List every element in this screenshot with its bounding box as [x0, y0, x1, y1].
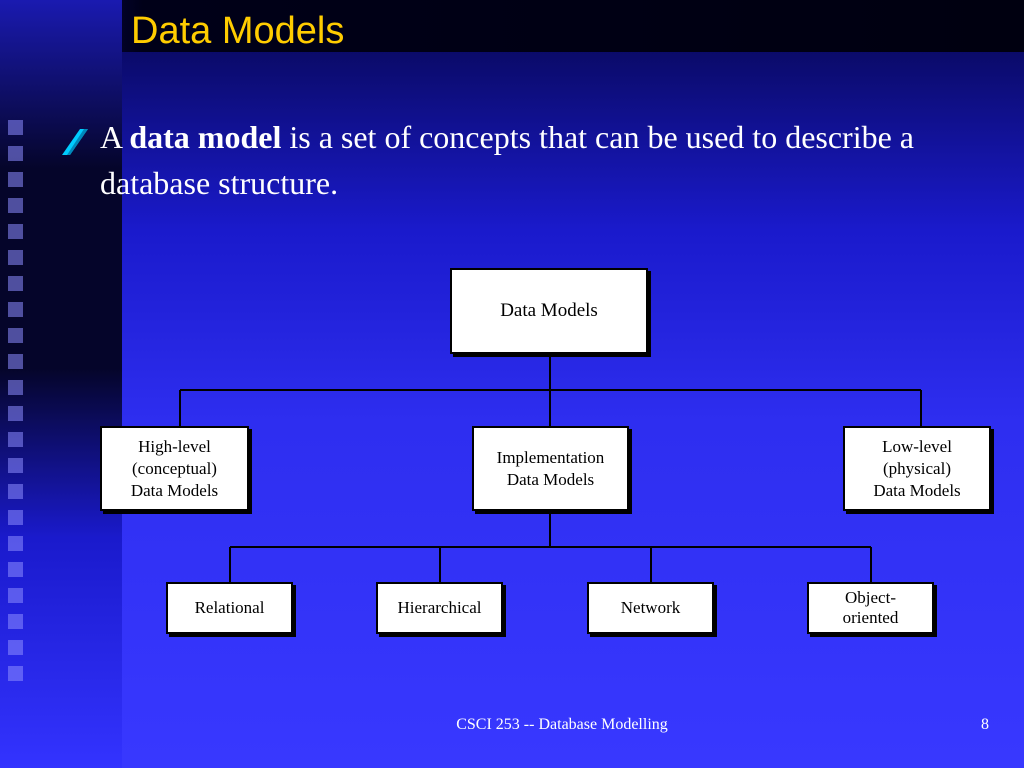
hierarchical-node: Hierarchical	[376, 582, 503, 634]
implementation-node: Implementation Data Models	[472, 426, 629, 511]
root-node: Data Models	[450, 268, 648, 354]
relational-node: Relational	[166, 582, 293, 634]
network-node: Network	[587, 582, 714, 634]
low-level-node-label: Low-level (physical) Data Models	[873, 436, 961, 500]
slide-title: Data Models	[131, 10, 345, 52]
decorative-square	[8, 588, 23, 603]
high-level-node-label: High-level (conceptual) Data Models	[130, 436, 219, 500]
decorative-square	[8, 406, 23, 421]
bullet-text: A data model is a set of concepts that c…	[100, 114, 1000, 206]
bullet-rest: is a set of concepts that can be used to…	[100, 119, 914, 201]
decorative-square-column	[8, 120, 24, 692]
decorative-square	[8, 458, 23, 473]
page-number: 8	[981, 716, 989, 733]
decorative-square	[8, 666, 23, 681]
decorative-square	[8, 120, 23, 135]
decorative-square	[8, 354, 23, 369]
decorative-square	[8, 614, 23, 629]
decorative-square	[8, 146, 23, 161]
bullet-term: data model	[129, 119, 282, 155]
root-node-label: Data Models	[500, 300, 598, 321]
decorative-square	[8, 536, 23, 551]
decorative-square	[8, 640, 23, 655]
decorative-square	[8, 250, 23, 265]
decorative-square	[8, 380, 23, 395]
footer-text: CSCI 253 -- Database Modelling	[456, 716, 668, 733]
relational-node-label: Relational	[194, 598, 265, 617]
decorative-square	[8, 510, 23, 525]
bullet-icon	[62, 129, 88, 155]
object-oriented-node-label: Object- oriented	[842, 588, 899, 627]
decorative-square	[8, 172, 23, 187]
high-level-node: High-level (conceptual) Data Models	[100, 426, 249, 511]
bullet-lead: A	[100, 119, 130, 155]
decorative-square	[8, 276, 23, 291]
implementation-node-label: Implementation Data Models	[496, 447, 605, 489]
object-oriented-node: Object- oriented	[807, 582, 934, 634]
decorative-square	[8, 562, 23, 577]
decorative-square	[8, 328, 23, 343]
decorative-square	[8, 484, 23, 499]
decorative-square	[8, 432, 23, 447]
decorative-square	[8, 302, 23, 317]
hierarchical-node-label: Hierarchical	[397, 598, 482, 617]
low-level-node: Low-level (physical) Data Models	[843, 426, 991, 511]
network-node-label: Network	[620, 598, 681, 617]
decorative-square	[8, 198, 23, 213]
decorative-square	[8, 224, 23, 239]
title-band	[0, 0, 1024, 52]
